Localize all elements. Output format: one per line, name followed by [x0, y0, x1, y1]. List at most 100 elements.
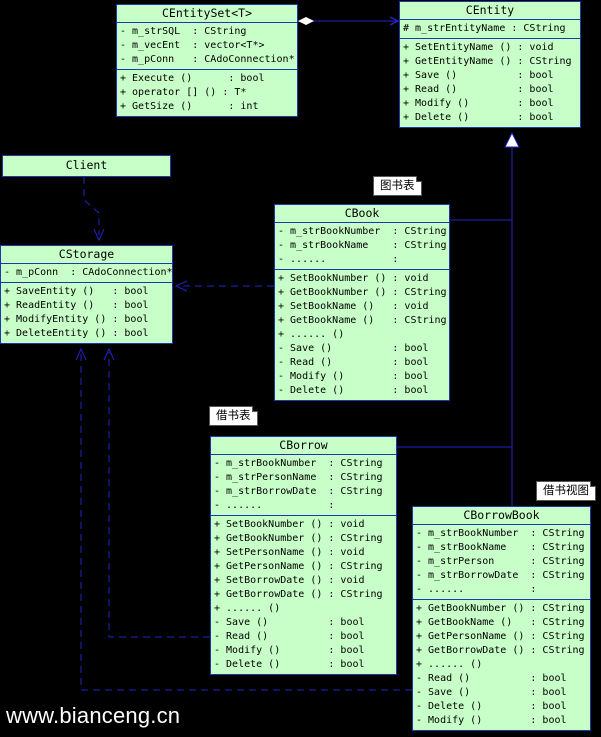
class-name: CBook	[275, 205, 449, 223]
operation-row: + ...... ()	[214, 603, 281, 614]
attributes-section: - m_pConn : CAdoConnection*	[1, 264, 172, 283]
class-name: CEntity	[400, 2, 580, 20]
dependency-cborrowbook-cstorage	[80, 352, 412, 691]
operation-row: - Delete () : bool	[278, 385, 429, 396]
attribute-row: - m_strPerson : CString	[416, 556, 585, 567]
operation-row: + Modify () : bool	[403, 98, 554, 109]
operation-row: + GetBookName () : CString	[416, 617, 585, 628]
operation-row: + SetBookName () : void	[278, 301, 429, 312]
operation-row: + SetBorrowDate () : void	[214, 575, 365, 586]
operation-row: + GetPersonName () : CString	[214, 561, 383, 572]
attributes-section: # m_strEntityName : CString	[400, 20, 580, 39]
attribute-row: - m_strBookName : CString	[416, 542, 585, 553]
operation-row: - Modify () : bool	[214, 645, 365, 656]
operation-row: - Read () : bool	[214, 631, 365, 642]
attribute-row: - m_strBorrowDate : CString	[416, 570, 585, 581]
dependency-cborrow-cstorage	[108, 352, 210, 638]
attribute-row: - m_strBookNumber : CString	[278, 226, 447, 237]
operation-row: + SetBookNumber () : void	[278, 273, 429, 284]
operation-row: + GetBorrowDate () : CString	[416, 645, 585, 656]
attributes-section: - m_strSQL : CString - m_vecEnt : vector…	[117, 23, 297, 70]
dependency-arrowhead-cborrowbook	[75, 347, 87, 361]
operation-row: + GetPersonName () : CString	[416, 631, 585, 642]
watermark: www.bianceng.cn	[6, 703, 181, 728]
operation-row: + operator [] () : T*	[120, 87, 247, 98]
aggregation-diamond	[298, 17, 314, 25]
operation-row: + SetEntityName () : void	[403, 42, 554, 53]
attribute-row: - ...... :	[416, 584, 537, 595]
operation-row: - Delete () : bool	[214, 659, 365, 670]
operation-row: + Read () : bool	[403, 84, 554, 95]
operation-row: + GetBookNumber () : CString	[214, 533, 383, 544]
operation-row: + Execute () : bool	[120, 73, 265, 84]
aggregation-arrowhead	[389, 16, 400, 26]
attributes-section: - m_strBookNumber : CString - m_strBookN…	[275, 223, 449, 270]
note-borrow-table[interactable]: 借书表	[209, 406, 258, 426]
class-name: CEntitySet<T>	[117, 5, 297, 23]
dependency-arrowhead-client	[93, 228, 105, 242]
attributes-section: - m_strBookNumber : CString - m_strBookN…	[413, 525, 590, 600]
operation-row: + DeleteEntity () : bool	[4, 328, 149, 339]
attribute-row: - m_strBookName : CString	[278, 240, 447, 251]
inheritance-triangle	[504, 131, 520, 148]
note-book-table[interactable]: 图书表	[373, 176, 422, 196]
attribute-row: - m_strBookNumber : CString	[416, 528, 585, 539]
class-cborrowbook[interactable]: CBorrowBook - m_strBookNumber : CString …	[412, 506, 591, 731]
operation-row: + Save () : bool	[403, 70, 554, 81]
attribute-row: - m_pConn : CAdoConnection*	[4, 267, 172, 278]
operation-row: - Read () : bool	[416, 673, 567, 684]
class-name: CBorrowBook	[413, 507, 590, 525]
class-name: CBorrow	[211, 437, 396, 455]
note-borrow-view[interactable]: 借书视图	[536, 481, 596, 501]
attributes-section: - m_strBookNumber : CString - m_strPerso…	[211, 455, 396, 516]
class-client[interactable]: Client	[2, 155, 171, 177]
operation-row: - Save () : bool	[278, 343, 429, 354]
operation-row: - Modify () : bool	[416, 715, 567, 726]
operation-row: + ModifyEntity () : bool	[4, 314, 149, 325]
operation-row: + SetBookNumber () : void	[214, 519, 365, 530]
operations-section: + SetEntityName () : void + GetEntityNam…	[400, 39, 580, 127]
operations-section: + SaveEntity () : bool + ReadEntity () :…	[1, 283, 172, 343]
class-cbook[interactable]: CBook - m_strBookNumber : CString - m_st…	[274, 204, 450, 401]
class-centity[interactable]: CEntity # m_strEntityName : CString + Se…	[399, 1, 581, 128]
attribute-row: - m_strBorrowDate : CString	[214, 486, 383, 497]
attribute-row: - m_strSQL : CString	[120, 26, 247, 37]
attribute-row: # m_strEntityName : CString	[403, 23, 566, 34]
attribute-row: - m_strPersonName : CString	[214, 472, 383, 483]
operation-row: - Read () : bool	[278, 357, 429, 368]
operation-row: + ...... ()	[278, 329, 345, 340]
dependency-arrowhead-cbook	[174, 280, 188, 292]
operation-row: - Save () : bool	[416, 687, 567, 698]
operations-section: + Execute () : bool + operator [] () : T…	[117, 70, 297, 116]
operation-row: + ...... ()	[416, 659, 483, 670]
operation-row: - Save () : bool	[214, 617, 365, 628]
attribute-row: - m_pConn : CAdoConnection*	[120, 54, 295, 65]
operation-row: + GetBookName () : CString	[278, 315, 447, 326]
operation-row: + GetEntityName () : CString	[403, 56, 572, 67]
operations-section: + SetBookNumber () : void + GetBookNumbe…	[275, 270, 449, 400]
class-cstorage[interactable]: CStorage - m_pConn : CAdoConnection* + S…	[0, 245, 173, 344]
operation-row: + GetBorrowDate () : CString	[214, 589, 383, 600]
attribute-row: - ...... :	[214, 500, 335, 511]
operations-section: + GetBookNumber () : CString + GetBookNa…	[413, 600, 590, 730]
class-cborrow[interactable]: CBorrow - m_strBookNumber : CString - m_…	[210, 436, 397, 675]
attribute-row: - ...... :	[278, 254, 399, 265]
operation-row: + SaveEntity () : bool	[4, 286, 149, 297]
operation-row: + GetBookNumber () : CString	[278, 287, 447, 298]
class-centityset[interactable]: CEntitySet<T> - m_strSQL : CString - m_v…	[116, 4, 298, 117]
class-name: CStorage	[1, 246, 172, 264]
operation-row: - Delete () : bool	[416, 701, 567, 712]
operation-row: + ReadEntity () : bool	[4, 300, 149, 311]
attribute-row: - m_strBookNumber : CString	[214, 458, 383, 469]
operation-row: + GetBookNumber () : CString	[416, 603, 585, 614]
class-name: Client	[65, 158, 108, 172]
dependency-arrowhead-cborrow	[103, 347, 115, 361]
operation-row: + GetSize () : int	[120, 101, 259, 112]
dependency-client-cstorage	[83, 177, 100, 235]
operation-row: - Modify () : bool	[278, 371, 429, 382]
attribute-row: - m_vecEnt : vector<T*>	[120, 40, 265, 51]
operation-row: + SetPersonName () : void	[214, 547, 365, 558]
operation-row: + Delete () : bool	[403, 112, 554, 123]
